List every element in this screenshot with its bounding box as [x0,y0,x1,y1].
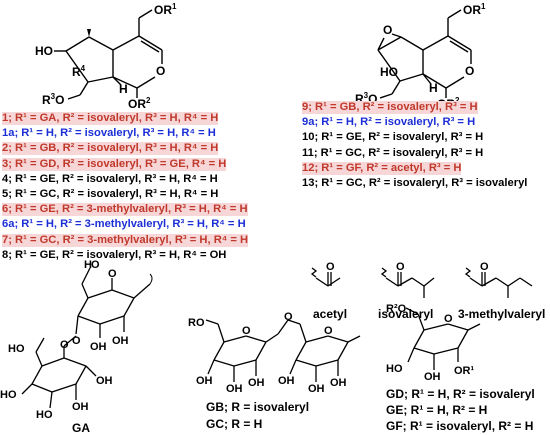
ring-o-label: O [465,64,474,78]
gd-oh-label: OH [424,371,441,383]
gd-ho-label: HO [386,363,403,375]
or1-label: OR1 [463,2,486,17]
gb-oh-6: OH [330,377,347,389]
compound-entry-1: 1; R¹ = GA, R² = isovaleryl, R³ = H, R⁴ … [2,112,219,125]
compound-entry-5: 5; R¹ = GC, R² = isovaleryl, R³ = H, R⁴ … [2,188,219,200]
ga-oh-2: OH [90,341,107,353]
compound-entry-9a: 9a; R¹ = H, R² = isovaleryl, R³ = H [302,116,476,129]
sugar-ga: H O O OH OH O HO O HO HO OH OH GA [0,259,153,435]
compound-entry-13: 13; R¹ = GC, R² = isovaleryl, R³ = isova… [302,177,528,189]
compound-entry-6a: 6a; R¹ = H, R² = 3-methylvaleryl, R³ = H… [2,218,246,231]
ga-ho-2: HO [0,389,17,401]
compound-entry-10: 10; R¹ = GE, R² = isovaleryl, R³ = H [302,131,484,144]
gb-ring-o-2: O [324,325,333,337]
ga-ring-o-2: O [60,339,69,351]
gb-oh-1: OH [196,375,213,387]
gb-oh-3: OH [248,377,265,389]
methylvaleryl-o: O [480,261,489,273]
compound-entry-12: 12; R¹ = GF, R² = acetyl, R³ = H [302,161,462,175]
ga-oh-3: OH [72,401,89,413]
h-label: H [429,81,438,95]
methylvaleryl-label: 3-methylvaleryl [458,307,545,321]
or1-label: OR1 [154,2,177,17]
iridoid-scaffold-right: O OR1 HO R3O H OR2 O [355,2,486,110]
gf-label: GF; R¹ = isovaleryl, R² = H [386,419,533,433]
gb-oh-4: OH [278,375,295,387]
gb-oh-2: OH [226,383,243,395]
compound-entry-9: 9; R¹ = GB, R² = isovaleryl, R³ = H [302,101,478,114]
ga-oh-1: OH [112,335,129,347]
gd-or1-label: OR¹ [454,365,475,377]
ga-ring-o-1: O [108,268,117,280]
ge-label: GE; R¹ = H, R² = H [386,403,487,417]
sugar-gb-gc: RO O O O OH OH OH OH OH OH GB; R = isova… [188,312,361,431]
gb-ring-o-1: O [242,325,251,337]
gb-oh-5: OH [308,383,325,395]
gc-label: GC; R = H [206,417,262,431]
compound-entry-7: 7; R¹ = GC, R² = 3-methylvaleryl, R³ = H… [2,233,249,247]
ho-label: HO [35,44,53,58]
ga-ho-3: HO [36,409,53,421]
gb-link-o: O [284,312,293,323]
acetyl-label: acetyl [313,307,347,321]
r3o-label: R3O [42,92,64,107]
h-label: H [119,82,128,96]
gd-ring-o: O [444,313,453,325]
sugar-gd-ge-gf: R²O O HO OH OR¹ GD; R¹ = H, R² = isovale… [386,303,535,433]
ga-oh-top-o: O [91,259,100,271]
gd-label: GD; R¹ = H, R² = isovaleryl [386,387,535,401]
ring-o-label: O [156,64,165,78]
compound-entry-1a: 1a; R¹ = H, R² = isovaleryl, R³ = H, R⁴ … [2,127,216,140]
ga-label: GA [72,421,90,435]
compound-entry-3: 3; R¹ = GD, R² = isovaleryl, R³ = GE, R⁴… [2,157,227,171]
compound-entry-8: 8; R¹ = GE, R² = isovaleryl, R³ = H, R⁴ … [2,248,227,261]
epoxide-o-label: O [383,23,392,37]
r3o-label: R3O [355,91,377,106]
gb-label: GB; R = isovaleryl [206,400,309,414]
ga-ho-1: HO [8,343,25,355]
ga-oh-top: H [84,259,92,271]
r4-label: R4 [72,64,86,79]
compound-entry-2: 2; R¹ = GB, R² = isovaleryl, R³ = H, R⁴ … [2,142,219,156]
iridoid-scaffold-left: OR1 HO R4 R3O H OR2 O [35,2,177,110]
ho-label: HO [380,65,398,79]
acyl-groups: O O O acetyl isovaleryl 3-methylvaleryl [310,261,545,321]
acetyl-o: O [326,261,335,273]
ga-link-o: O [72,335,81,347]
or2-label: OR2 [128,96,151,110]
isovaleryl-o: O [396,261,405,273]
ga-oh-4: OH [96,375,113,387]
compound-entry-4: 4; R¹ = GE, R² = isovaleryl, R³ = H, R⁴ … [2,172,218,185]
compound-entry-11: 11; R¹ = GC, R² = isovaleryl, R³ = H [302,146,484,159]
compound-entry-6: 6; R¹ = GE, R² = 3-methylvaleryl, R³ = H… [2,203,248,217]
gd-r2o-label: R²O [386,303,407,315]
gb-ro-label: RO [188,317,205,329]
